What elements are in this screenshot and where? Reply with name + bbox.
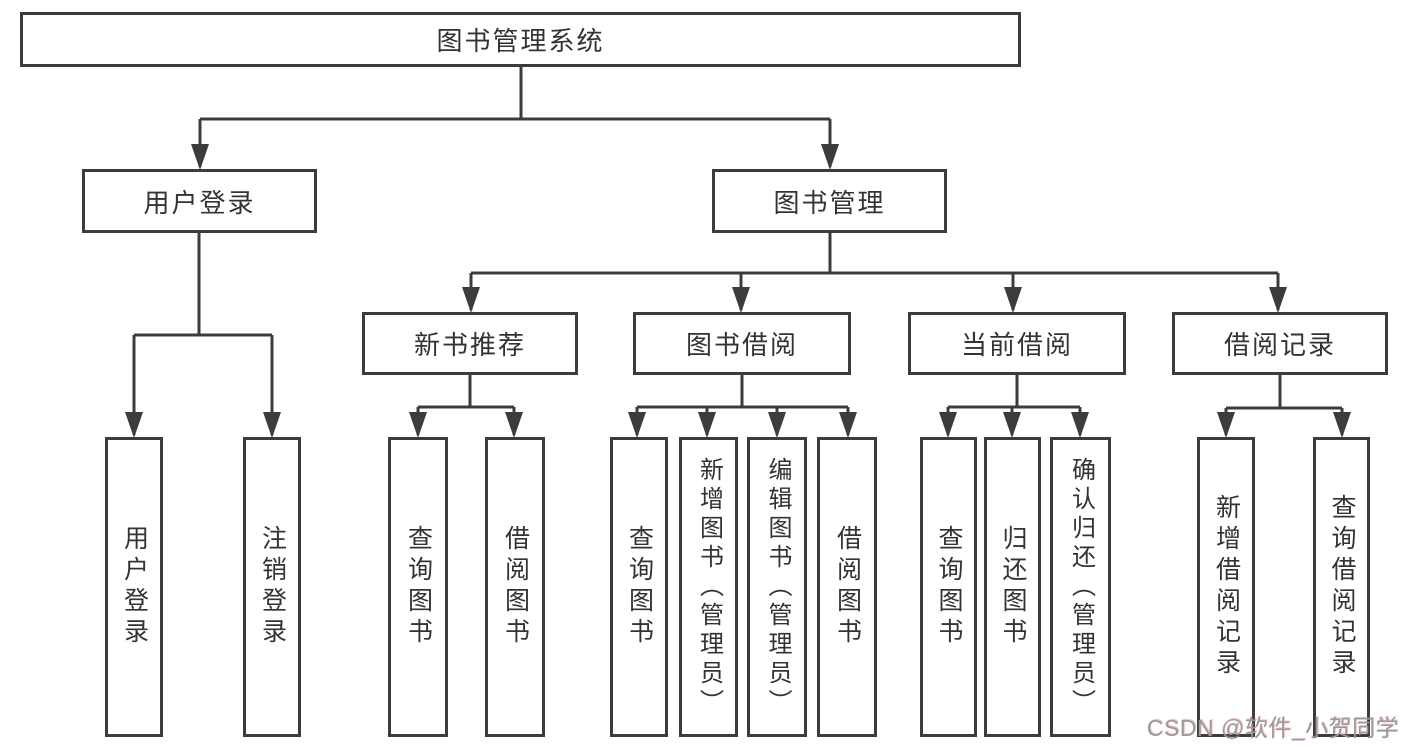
leaf-edit-books-admin: 编辑图书（管理员）: [747, 437, 807, 737]
leaf-borrow-books: 借阅图书: [817, 437, 877, 737]
connector-paths: [132, 67, 1344, 435]
node-book-borrowing: 图书借阅: [633, 312, 851, 375]
leaf-query-books-current: 查询图书: [920, 437, 977, 737]
node-current-borrowing: 当前借阅: [908, 312, 1126, 375]
connector-arrowheads: [125, 144, 1351, 438]
node-library-system: 图书管理系统: [20, 12, 1021, 67]
node-new-book-recommend: 新书推荐: [362, 312, 578, 375]
node-user-login: 用户登录: [82, 169, 317, 233]
leaf-user-login: 用户登录: [105, 437, 163, 737]
leaf-return-books: 归还图书: [984, 437, 1041, 737]
leaf-borrow-books-recommend: 借阅图书: [485, 437, 545, 737]
leaf-query-borrow-record: 查询借阅记录: [1313, 437, 1370, 737]
leaf-logout: 注销登录: [243, 437, 301, 737]
node-borrowing-records: 借阅记录: [1172, 312, 1388, 375]
leaf-query-books-recommend: 查询图书: [388, 437, 448, 737]
leaf-confirm-return-admin: 确认归还（管理员）: [1050, 437, 1111, 737]
node-book-management: 图书管理: [712, 169, 947, 233]
leaf-query-books-borrow: 查询图书: [610, 437, 668, 737]
leaf-add-books-admin: 新增图书（管理员）: [679, 437, 738, 737]
leaf-add-borrow-record: 新增借阅记录: [1197, 437, 1255, 737]
